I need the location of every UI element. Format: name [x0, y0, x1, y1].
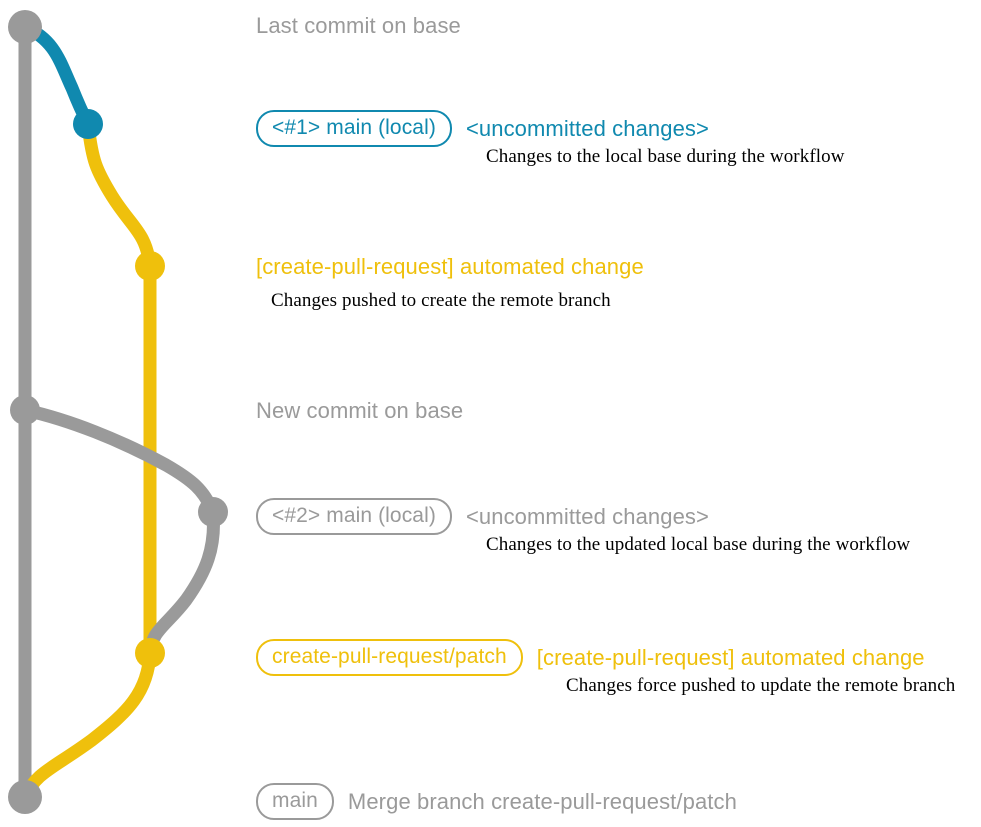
- edge-patch2-to-merge: [18, 646, 157, 804]
- commit-row-patch-2: create-pull-request/patch [create-pull-r…: [256, 639, 925, 677]
- commit-row-base-head: Last commit on base: [256, 13, 461, 38]
- commit-node-patch-1: [135, 251, 165, 281]
- commit-headline-local-1: <uncommitted changes>: [465, 115, 709, 141]
- commit-row-local-1: <#1> main (local) <uncommitted changes>: [256, 110, 709, 148]
- branch-label-local-1[interactable]: <#1> main (local): [256, 110, 452, 148]
- commit-headline-base-head: Last commit on base: [256, 13, 461, 38]
- commit-subtext-patch-2: Changes force pushed to update the remot…: [566, 675, 956, 696]
- edge-local2-to-patch2: [143, 505, 221, 660]
- commit-node-base-head: [8, 10, 42, 44]
- branch-label-patch-2[interactable]: create-pull-request/patch: [256, 639, 523, 677]
- commit-node-patch-2: [135, 638, 165, 668]
- commit-subtext-local-1: Changes to the local base during the wor…: [486, 146, 845, 167]
- commit-node-local-1: [73, 109, 103, 139]
- commit-row-local-2: <#2> main (local) <uncommitted changes>: [256, 498, 709, 536]
- commit-node-local-2: [198, 497, 228, 527]
- commit-headline-local-2: <uncommitted changes>: [465, 503, 709, 529]
- commit-headline-base-new: New commit on base: [256, 398, 464, 423]
- commit-row-base-new: New commit on base: [256, 398, 463, 423]
- edge-local1-to-patch1: [81, 117, 157, 273]
- commit-headline-merge: Merge branch create-pull-request/patch: [347, 788, 737, 814]
- commit-headline-patch-2: [create-pull-request] automated change: [536, 644, 925, 670]
- commit-subtext-local-2: Changes to the updated local base during…: [486, 534, 911, 555]
- branch-label-main[interactable]: main: [256, 783, 334, 821]
- commit-subtext-patch-1: Changes pushed to create the remote bran…: [271, 290, 611, 311]
- edge-basenew-to-local2: [18, 403, 220, 519]
- commit-node-base-new: [10, 395, 40, 425]
- commit-headline-patch-1: [create-pull-request] automated change: [256, 254, 644, 279]
- commit-node-merge: [8, 780, 42, 814]
- commit-row-merge: main Merge branch create-pull-request/pa…: [256, 783, 737, 821]
- branch-label-local-2[interactable]: <#2> main (local): [256, 498, 452, 536]
- edge-basehead-to-local1: [18, 20, 95, 131]
- commit-row-patch-1: [create-pull-request] automated change: [256, 254, 644, 279]
